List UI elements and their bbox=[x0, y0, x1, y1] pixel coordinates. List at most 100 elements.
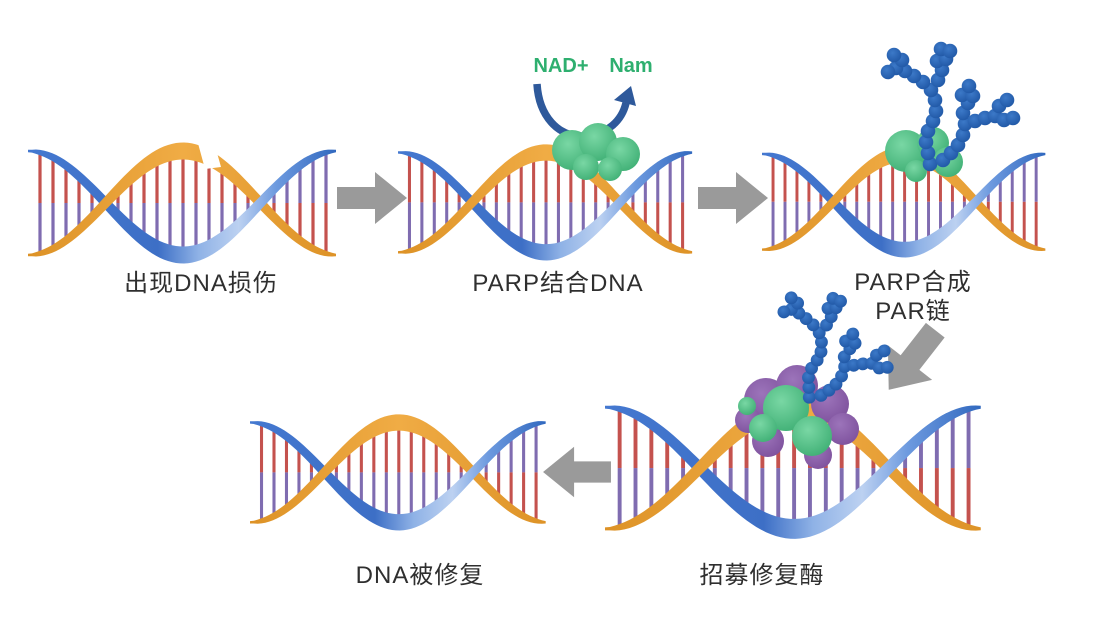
dna-rung-top bbox=[617, 411, 622, 469]
dna-strand-orange bbox=[28, 142, 336, 257]
dna-rung-top bbox=[631, 193, 635, 203]
dna-rungs bbox=[407, 155, 685, 250]
dna-rung-top bbox=[432, 169, 436, 203]
dna-rung-bottom bbox=[544, 202, 548, 247]
dna-rung-bottom bbox=[519, 202, 523, 240]
dna-rung-bottom bbox=[359, 472, 363, 503]
dna-rung-bottom bbox=[681, 468, 686, 480]
dna-rung-top bbox=[384, 429, 388, 473]
dna-rung-bottom bbox=[808, 468, 812, 520]
step-label-repaired: DNA被修复 bbox=[355, 562, 485, 589]
dna-rung-top bbox=[744, 431, 749, 469]
dna-rung-bottom bbox=[372, 472, 376, 510]
dna-rung-top bbox=[129, 182, 133, 203]
dna-rung-top bbox=[1022, 162, 1026, 202]
dna-rung-bottom bbox=[855, 201, 859, 221]
dna-rung-bottom bbox=[744, 468, 749, 505]
dna-rung-bottom bbox=[220, 203, 224, 234]
dna-rung-top bbox=[867, 173, 871, 202]
dna-strand-orange bbox=[398, 144, 693, 254]
dna-rung-bottom bbox=[233, 203, 237, 224]
dna-rung-bottom bbox=[509, 472, 513, 505]
dna-rung-top bbox=[51, 160, 55, 203]
dna-rung-bottom bbox=[284, 472, 289, 505]
par-bead bbox=[928, 103, 944, 119]
dna-rung-top bbox=[783, 162, 787, 202]
dna-rung-bottom bbox=[966, 468, 971, 525]
dna-helix-damaged bbox=[28, 135, 336, 264]
par-bead bbox=[877, 344, 891, 358]
dna-rung-bottom bbox=[950, 201, 954, 221]
dna-rung-bottom bbox=[903, 201, 907, 245]
dna-rung-top bbox=[420, 161, 424, 203]
flow-arrow-shape bbox=[887, 322, 945, 390]
dna-rung-bottom bbox=[819, 201, 823, 211]
dna-rung-top bbox=[207, 163, 211, 203]
dna-strand-blue-crossover bbox=[426, 427, 519, 522]
flow-arrow-shape bbox=[698, 172, 768, 224]
nad-label: NAD+ bbox=[533, 55, 589, 77]
dna-rung-bottom bbox=[129, 203, 133, 224]
parp-enzyme-step2 bbox=[552, 123, 640, 181]
dna-rung-bottom bbox=[155, 203, 159, 243]
par-bead bbox=[918, 134, 934, 150]
dna-rung-bottom bbox=[656, 202, 660, 235]
dna-rung-top bbox=[116, 195, 120, 203]
dna-rung-bottom bbox=[432, 202, 436, 235]
dna-rung-top bbox=[681, 456, 686, 469]
dna-rung-top bbox=[1010, 170, 1014, 202]
dna-rung-bottom bbox=[617, 468, 622, 525]
dna-rung-bottom bbox=[90, 203, 94, 213]
dna-rung-bottom bbox=[334, 472, 338, 480]
dna-rung-bottom bbox=[569, 202, 573, 240]
dna-rung-bottom bbox=[581, 202, 585, 233]
par-bead bbox=[834, 294, 847, 308]
enzyme-blob bbox=[827, 413, 859, 445]
dna-rung-top bbox=[90, 193, 94, 203]
dna-rung-top bbox=[309, 463, 313, 473]
dna-rung-top bbox=[272, 431, 276, 473]
dna-rung-top bbox=[297, 450, 301, 473]
dna-rung-top bbox=[168, 158, 172, 203]
dna-rung-bottom bbox=[903, 468, 908, 480]
dna-rung-bottom bbox=[1010, 201, 1014, 233]
dna-rung-top bbox=[950, 183, 954, 202]
dna-rung-bottom bbox=[347, 472, 351, 492]
dna-rung-bottom bbox=[681, 202, 685, 250]
dna-rung-bottom bbox=[934, 468, 939, 508]
dna-rung-bottom bbox=[771, 201, 775, 247]
dna-rung-top bbox=[649, 428, 654, 469]
dna-rung-bottom bbox=[298, 203, 302, 237]
dna-rung-top bbox=[665, 441, 670, 469]
dna-rung-top bbox=[795, 170, 799, 202]
dna-rung-top bbox=[457, 193, 461, 203]
dna-rung-top bbox=[484, 463, 488, 473]
dna-rung-top bbox=[445, 180, 449, 203]
dna-rung-bottom bbox=[939, 201, 942, 231]
par-bead bbox=[922, 156, 938, 172]
dna-rung-bottom bbox=[285, 203, 289, 226]
dna-strand-orange bbox=[250, 414, 546, 524]
dna-helix-parp-bound bbox=[398, 144, 693, 261]
dna-rung-bottom bbox=[532, 202, 536, 245]
par-bead bbox=[961, 78, 977, 94]
dna-rung-top bbox=[656, 169, 660, 203]
dna-rung-top bbox=[966, 411, 971, 469]
dna-rung-bottom bbox=[871, 468, 876, 478]
dna-rung-top bbox=[507, 172, 511, 203]
dna-rung-top bbox=[246, 195, 250, 203]
dna-rung-top bbox=[903, 456, 908, 469]
dna-rung-top bbox=[482, 194, 486, 203]
step-label-dna-damage: 出现DNA损伤 bbox=[124, 270, 278, 297]
dna-rung-bottom bbox=[447, 472, 451, 492]
dna-rung-bottom bbox=[459, 472, 463, 480]
dna-rung-bottom bbox=[409, 472, 413, 515]
dna-rung-top bbox=[259, 425, 264, 473]
dna-rung-top bbox=[934, 428, 939, 469]
parp-enzyme-step4 bbox=[738, 385, 832, 456]
dna-rung-top bbox=[962, 194, 966, 202]
par-chain bbox=[777, 291, 894, 404]
dna-rung-top bbox=[839, 431, 844, 469]
dna-rung-top bbox=[1034, 157, 1038, 202]
dna-rung-top bbox=[532, 159, 536, 203]
